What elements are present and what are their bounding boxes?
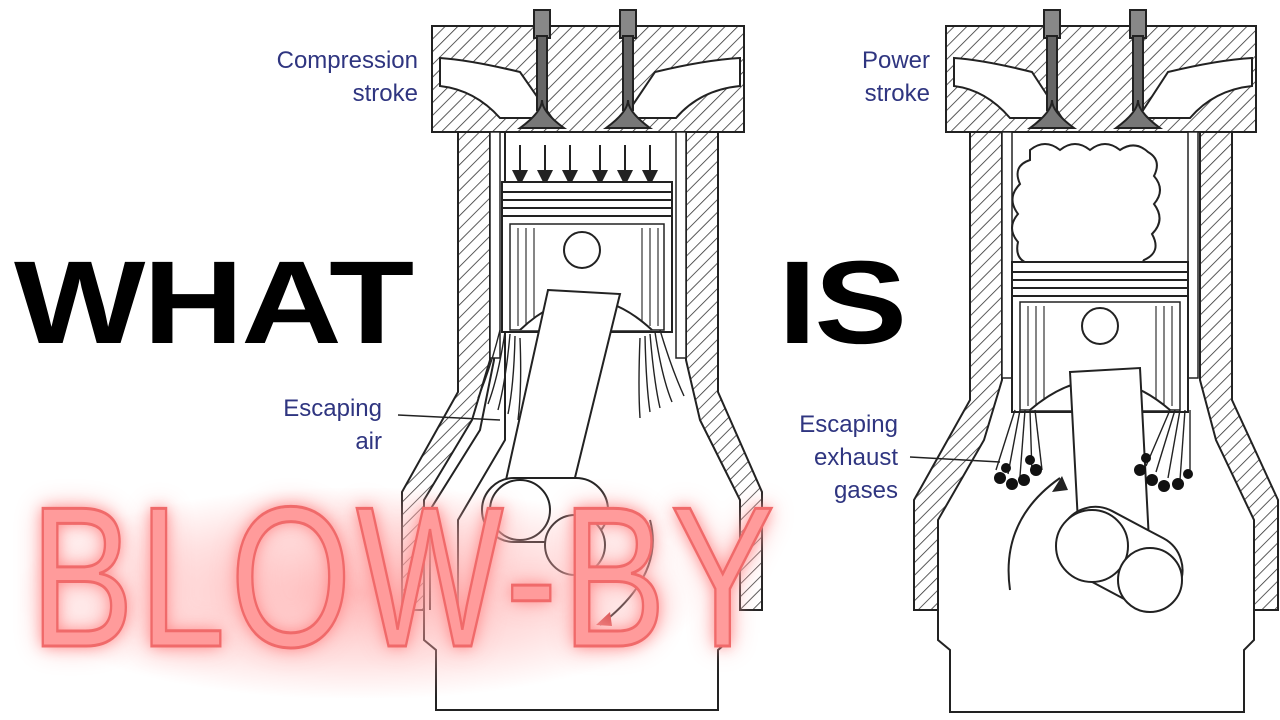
valve-right-1 bbox=[1026, 9, 1078, 129]
escaping-exhaust-right bbox=[1145, 409, 1191, 481]
exhaust-soot-left bbox=[994, 455, 1042, 490]
compression-arrows bbox=[512, 145, 658, 186]
headline-what: WHAT bbox=[14, 237, 414, 369]
blow-by-glow bbox=[20, 488, 700, 698]
valve-left-1 bbox=[516, 9, 568, 129]
cylinder-wall-hatch-right-a bbox=[913, 131, 1003, 611]
liner-left bbox=[489, 131, 501, 359]
exhaust-soot-right bbox=[1134, 453, 1193, 492]
valve-left-2 bbox=[602, 9, 654, 129]
escaping-exhaust-left bbox=[995, 409, 1043, 477]
liner-right bbox=[675, 131, 687, 359]
leader-escaping-air bbox=[397, 414, 501, 421]
leader-escaping-exhaust bbox=[909, 456, 1001, 463]
headline-blow-by: BLOW-BY bbox=[29, 466, 780, 689]
label-escaping-air: Escaping air bbox=[283, 395, 382, 455]
rotation-arrow-right bbox=[1007, 477, 1061, 591]
label-compression-stroke: Compression stroke bbox=[276, 47, 418, 107]
crankcase-right bbox=[937, 610, 1255, 713]
intake-port-right bbox=[953, 56, 1064, 119]
valve-right-2 bbox=[1112, 9, 1164, 129]
headline-is: IS bbox=[778, 237, 907, 369]
combustion-cloud bbox=[1011, 143, 1161, 274]
escaping-air-wisps-left bbox=[477, 329, 685, 421]
label-power-stroke: Power stroke bbox=[861, 47, 930, 107]
cylinder-wall-hatch-right-b bbox=[1199, 131, 1279, 611]
crank-right bbox=[1055, 505, 1184, 613]
label-escaping-exhaust-gases: Escaping exhaust gases bbox=[799, 411, 898, 504]
